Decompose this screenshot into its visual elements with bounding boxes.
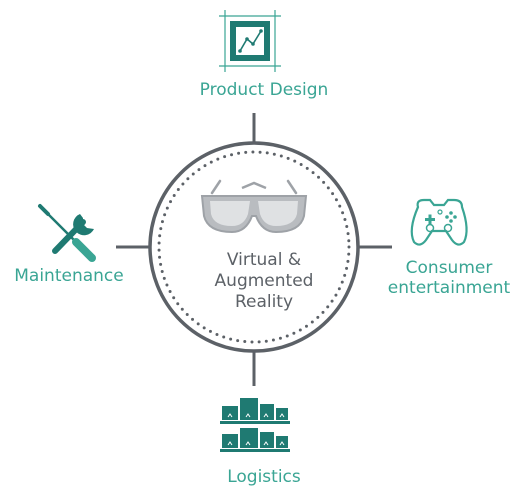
game-controller-icon bbox=[410, 198, 468, 246]
center-label: Virtual & Augmented Reality bbox=[164, 250, 364, 313]
consumer-entertainment-label: Consumer entertainment bbox=[384, 258, 514, 298]
center-label-line3: Reality bbox=[234, 292, 294, 312]
boxes-shelf-icon bbox=[220, 398, 290, 452]
outer-ring bbox=[148, 141, 360, 353]
product-design-label: Product Design bbox=[199, 80, 329, 100]
center-label-line1: Virtual & bbox=[226, 250, 302, 270]
design-canvas-icon bbox=[219, 10, 281, 72]
logistics-label: Logistics bbox=[227, 467, 301, 487]
ar-glasses-icon bbox=[200, 179, 308, 234]
wrench-screwdriver-icon bbox=[38, 204, 96, 262]
dotted-ring bbox=[157, 150, 351, 344]
maintenance-label: Maintenance bbox=[14, 266, 124, 286]
consumer-entertainment-line1: Consumer bbox=[405, 258, 493, 278]
center-label-line2: Augmented bbox=[214, 271, 314, 291]
consumer-entertainment-line2: entertainment bbox=[387, 278, 511, 298]
